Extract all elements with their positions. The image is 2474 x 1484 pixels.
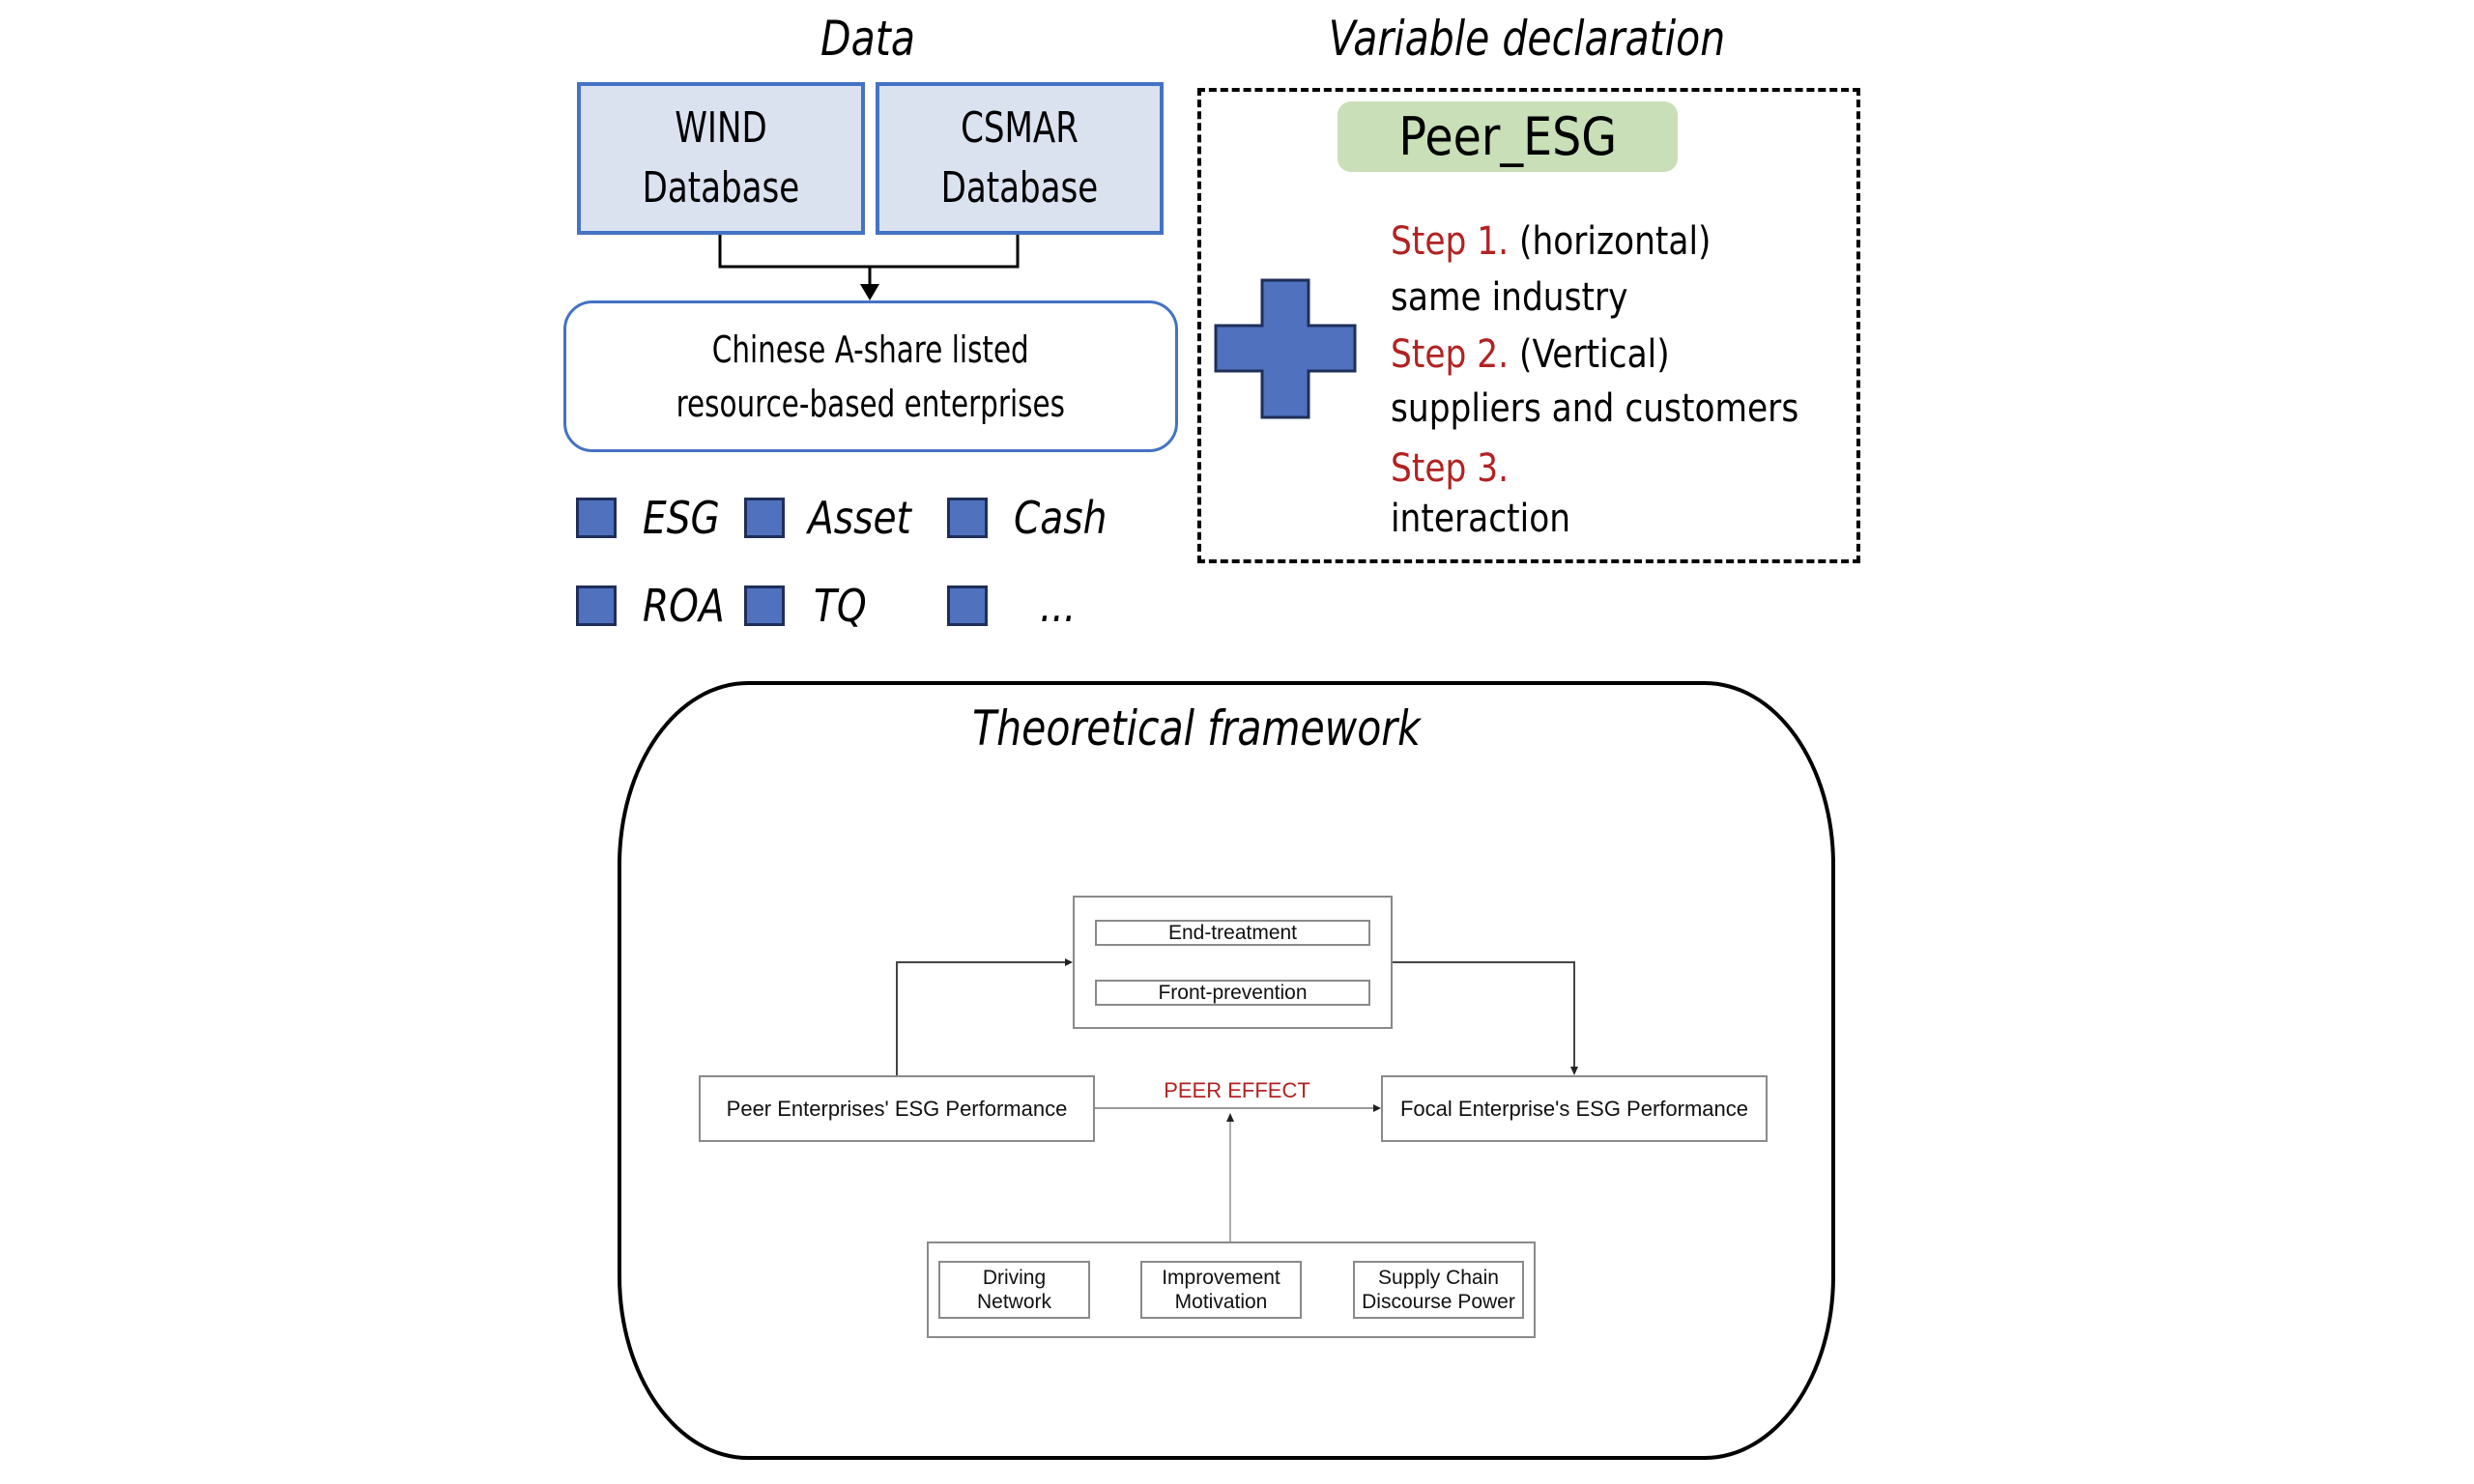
wind-line2: Database bbox=[642, 163, 800, 213]
moderator-3-line2: Discourse Power bbox=[1362, 1291, 1515, 1313]
merge-connector bbox=[718, 233, 1020, 269]
peer-effect-label: PEER EFFECT bbox=[1164, 1078, 1310, 1102]
merge-arrowhead bbox=[860, 284, 879, 300]
peer-esg-variable: Peer_ESG bbox=[1338, 101, 1678, 172]
mechanism-end-treatment: End-treatment bbox=[1095, 920, 1370, 946]
moderator-3-line1: Supply Chain bbox=[1378, 1267, 1499, 1289]
step-2-heading: Step 2. (Vertical) bbox=[1391, 329, 1670, 380]
focal-enterprise-node: Focal Enterprise's ESG Performance bbox=[1381, 1075, 1768, 1142]
wind-line1: WIND bbox=[675, 103, 767, 153]
moderator-1-line2: Network bbox=[976, 1291, 1052, 1313]
variable-declaration-box bbox=[1197, 88, 1860, 563]
step-3-label: Step 3. bbox=[1391, 446, 1510, 491]
mechanism-to-focal-arrowhead bbox=[1570, 1067, 1578, 1075]
csmar-line1: CSMAR bbox=[961, 103, 1079, 153]
data-title: Data bbox=[820, 11, 915, 67]
step-2-label: Step 2. bbox=[1391, 332, 1510, 377]
step-3-heading: Step 3. bbox=[1391, 443, 1509, 494]
variable-asset: Asset bbox=[808, 492, 911, 544]
theoretical-framework-box bbox=[618, 681, 1835, 1460]
step-1-description: same industry bbox=[1391, 275, 1628, 320]
wind-database-box: WIND Database bbox=[577, 82, 865, 235]
variable-tq: TQ bbox=[814, 580, 867, 632]
csmar-line2: Database bbox=[940, 163, 1099, 213]
framework-title: Theoretical framework bbox=[972, 700, 1421, 756]
mechanism-front-prevention: Front-prevention bbox=[1095, 980, 1370, 1006]
variable-bullet-icon bbox=[576, 585, 617, 626]
variable-more: ... bbox=[1040, 580, 1077, 632]
variable-declaration-title: Variable declaration bbox=[1328, 11, 1726, 67]
variable-bullet-icon bbox=[947, 498, 988, 538]
variable-bullet-icon bbox=[744, 498, 785, 538]
moderator-improvement-motivation: Improvement Motivation bbox=[1140, 1261, 1302, 1319]
peer-enterprises-node: Peer Enterprises' ESG Performance bbox=[699, 1075, 1095, 1142]
variable-bullet-icon bbox=[947, 585, 988, 626]
moderator-driving-network: Driving Network bbox=[938, 1261, 1090, 1319]
step-1-label: Step 1. bbox=[1391, 219, 1510, 264]
sample-population-box: Chinese A-share listed resource-based en… bbox=[563, 300, 1178, 452]
step-1-qualifier: (horizontal) bbox=[1519, 219, 1712, 264]
peer-to-mechanism-arrowhead bbox=[1065, 958, 1073, 966]
population-line2: resource-based enterprises bbox=[676, 382, 1066, 425]
variable-bullet-icon bbox=[576, 498, 617, 538]
variable-bullet-icon bbox=[744, 585, 785, 626]
peer-esg-label: Peer_ESG bbox=[1398, 106, 1617, 167]
peer-effect-arrowhead bbox=[1373, 1104, 1381, 1112]
step-3-description: interaction bbox=[1391, 497, 1571, 541]
mechanism-box bbox=[1073, 896, 1393, 1029]
moderator-2-line1: Improvement bbox=[1162, 1267, 1280, 1289]
variable-cash: Cash bbox=[1014, 492, 1108, 544]
moderator-1-line1: Driving bbox=[982, 1267, 1047, 1289]
mechanism-to-focal-line bbox=[1392, 961, 1575, 1068]
variable-esg: ESG bbox=[643, 492, 720, 544]
moderator-supply-chain-power: Supply Chain Discourse Power bbox=[1353, 1261, 1524, 1319]
moderator-2-line2: Motivation bbox=[1174, 1291, 1268, 1313]
step-1-heading: Step 1. (horizontal) bbox=[1391, 216, 1711, 267]
csmar-database-box: CSMAR Database bbox=[876, 82, 1164, 235]
moderator-arrowhead bbox=[1226, 1113, 1234, 1122]
population-line1: Chinese A-share listed bbox=[712, 328, 1029, 371]
peer-to-mechanism-line bbox=[896, 961, 1067, 1075]
variable-roa: ROA bbox=[643, 580, 725, 632]
plus-icon bbox=[1214, 278, 1357, 419]
step-2-description: suppliers and customers bbox=[1391, 386, 1799, 431]
step-2-qualifier: (Vertical) bbox=[1519, 332, 1670, 377]
